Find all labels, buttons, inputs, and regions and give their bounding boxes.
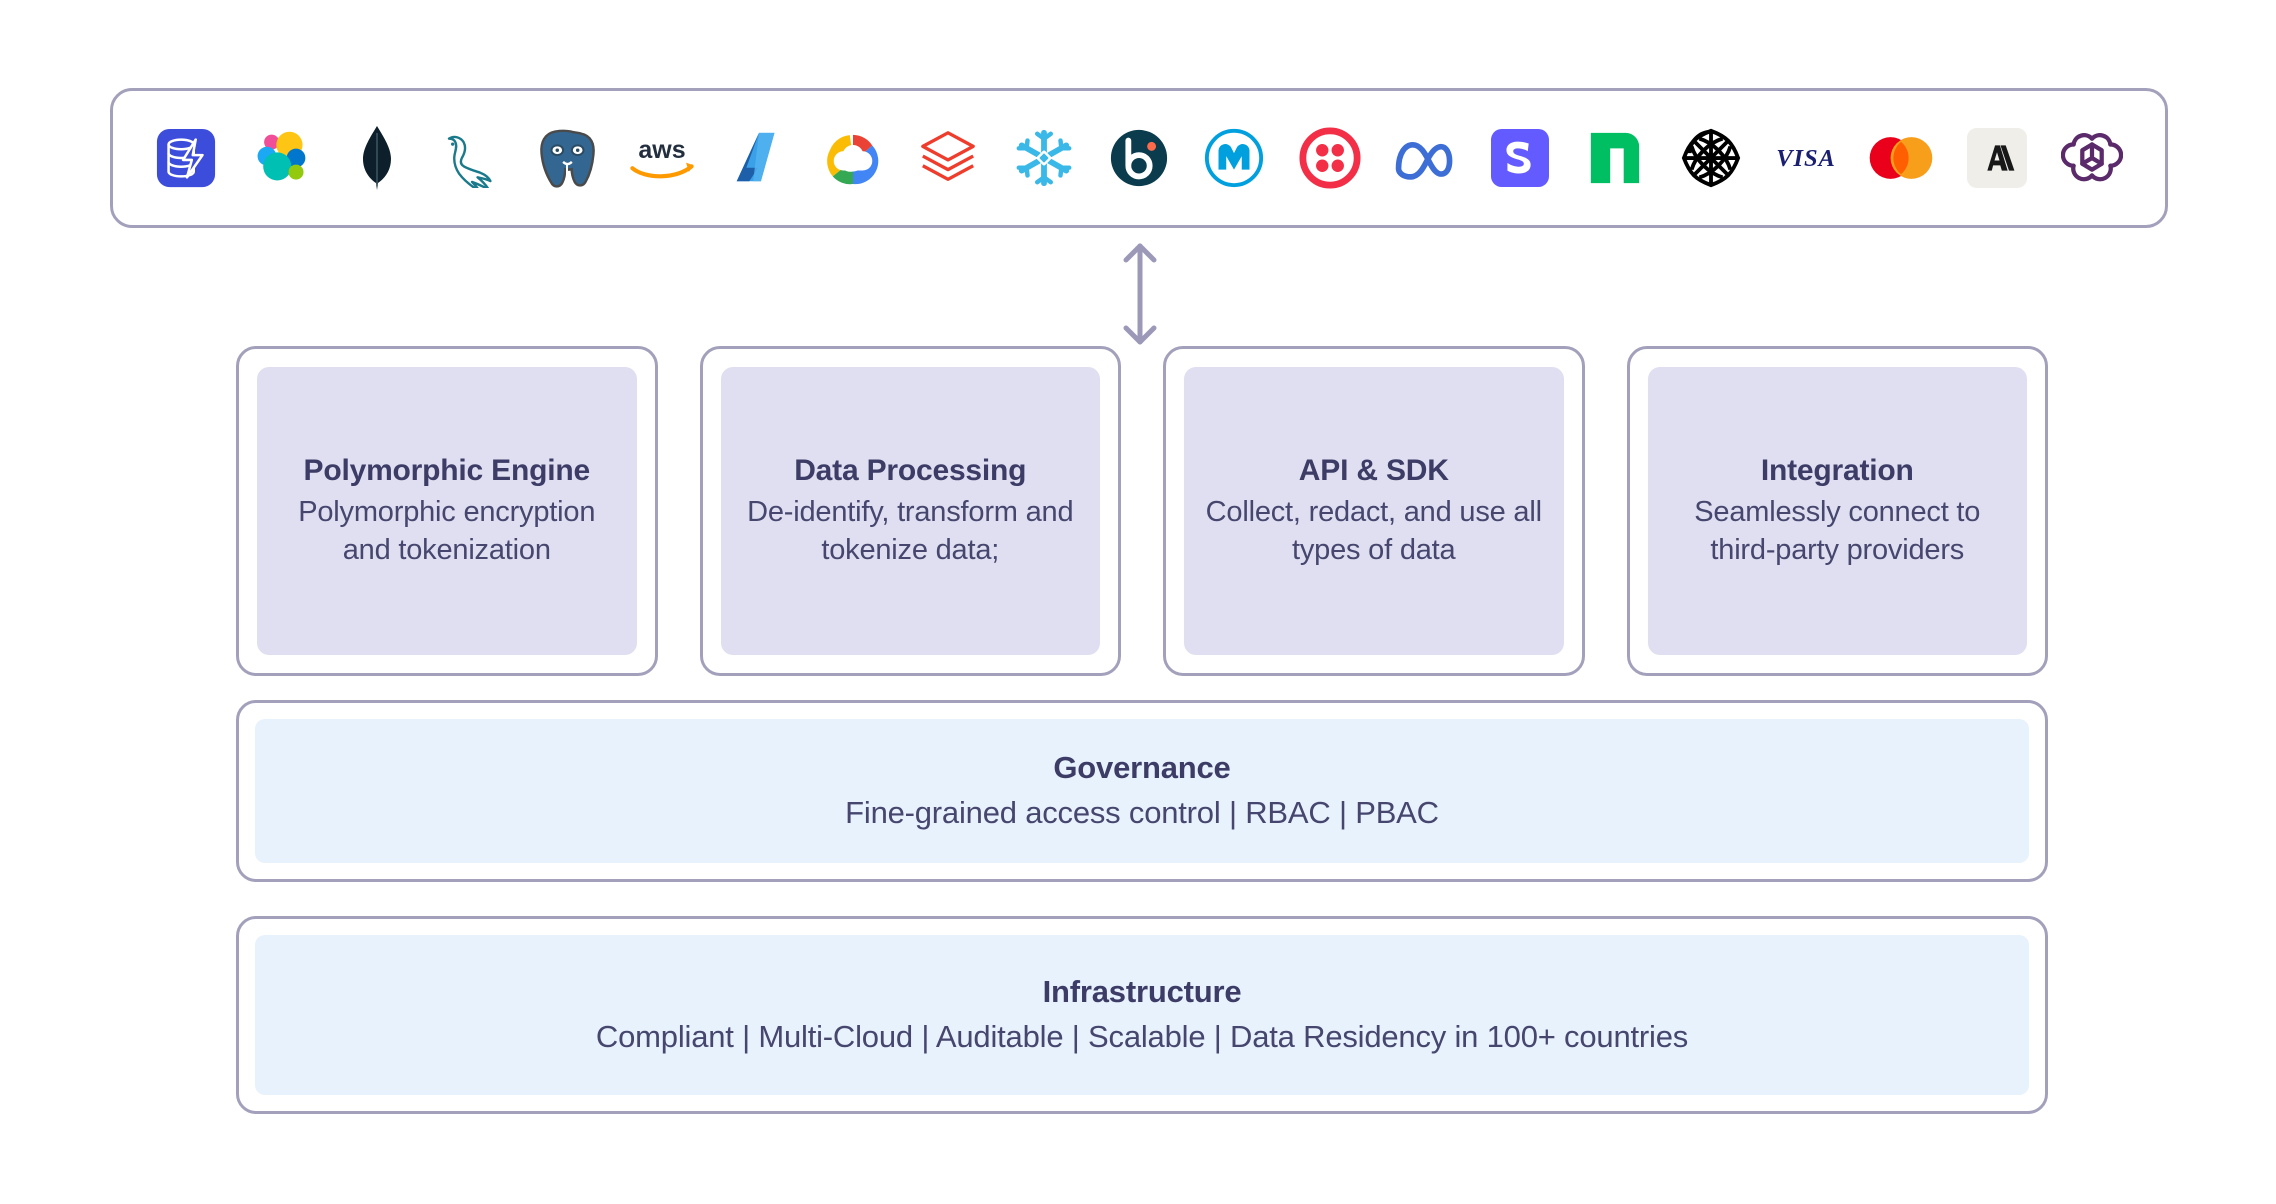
card-description: Seamlessly connect to third-party provid… bbox=[1694, 495, 1981, 567]
band-body: Infrastructure Compliant | Multi-Cloud |… bbox=[255, 935, 2029, 1095]
card-title: Polymorphic Engine bbox=[303, 454, 591, 488]
card-description: Collect, redact, and use all types of da… bbox=[1205, 495, 1542, 567]
card-title: Data Processing bbox=[794, 454, 1027, 488]
band-title: Governance bbox=[1053, 749, 1231, 785]
anthropic-icon bbox=[1958, 116, 2036, 200]
card-data-processing[interactable]: Data Processing De-identify, transform a… bbox=[699, 346, 1121, 676]
visa-icon: VISA bbox=[1767, 116, 1845, 200]
mysql-icon bbox=[433, 116, 511, 200]
band-description: Compliant | Multi-Cloud | Auditable | Sc… bbox=[595, 1019, 1689, 1055]
band-description: Fine-grained access control | RBAC | PBA… bbox=[845, 795, 1439, 831]
infrastructure-band[interactable]: Infrastructure Compliant | Multi-Cloud |… bbox=[236, 916, 2048, 1114]
card-body: Integration Seamlessly connect to third-… bbox=[1647, 367, 2027, 655]
band-body: Governance Fine-grained access control |… bbox=[255, 719, 2029, 863]
stripe-icon bbox=[1481, 116, 1559, 200]
google-cloud-icon bbox=[814, 116, 892, 200]
card-title: API & SDK bbox=[1298, 454, 1449, 488]
dynamodb-icon bbox=[147, 116, 225, 200]
card-body: Polymorphic Engine Polymorphic encryptio… bbox=[257, 367, 637, 655]
card-description: Polymorphic encryption and tokenization bbox=[298, 495, 596, 567]
meta-icon bbox=[1386, 116, 1464, 200]
card-description: De-identify, transform and tokenize data… bbox=[747, 495, 1074, 567]
mulesoft-icon bbox=[1195, 116, 1273, 200]
mongodb-icon bbox=[338, 116, 416, 200]
card-integration[interactable]: Integration Seamlessly connect to third-… bbox=[1626, 346, 2048, 676]
card-api-sdk[interactable]: API & SDK Collect, redact, and use all t… bbox=[1163, 346, 1585, 676]
aws-icon: aws bbox=[623, 116, 701, 200]
band-title: Infrastructure bbox=[1042, 973, 1242, 1009]
svg-text:aws: aws bbox=[639, 136, 686, 164]
azure-icon bbox=[719, 116, 797, 200]
bidirectional-arrow-icon bbox=[1110, 240, 1170, 348]
governance-band[interactable]: Governance Fine-grained access control |… bbox=[236, 700, 2048, 882]
openai-icon bbox=[2053, 116, 2131, 200]
card-body: Data Processing De-identify, transform a… bbox=[720, 367, 1100, 655]
integration-logo-bar: aws bbox=[110, 88, 2168, 228]
postgresql-icon bbox=[528, 116, 606, 200]
braze-icon bbox=[1100, 116, 1178, 200]
mastercard-icon bbox=[1862, 116, 1940, 200]
elastic-icon bbox=[242, 116, 320, 200]
bny-mellon-icon bbox=[1672, 116, 1750, 200]
snowflake-icon bbox=[1005, 116, 1083, 200]
feature-card-row: Polymorphic Engine Polymorphic encryptio… bbox=[236, 346, 2048, 676]
card-title: Integration bbox=[1760, 454, 1914, 488]
svg-text:VISA: VISA bbox=[1776, 145, 1835, 172]
databricks-icon bbox=[909, 116, 987, 200]
card-body: API & SDK Collect, redact, and use all t… bbox=[1184, 367, 1564, 655]
card-polymorphic-engine[interactable]: Polymorphic Engine Polymorphic encryptio… bbox=[236, 346, 658, 676]
twilio-icon bbox=[1291, 116, 1369, 200]
appfolio-icon bbox=[1576, 116, 1654, 200]
